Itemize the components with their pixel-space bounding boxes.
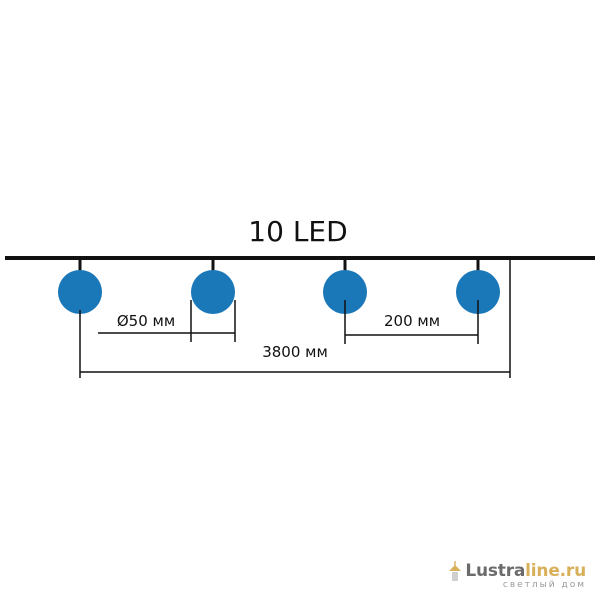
lamp-icon: [449, 561, 462, 581]
logo-brand-part2: line.ru: [525, 561, 586, 581]
led-bulb: [456, 270, 500, 314]
total-length-label: 3800 мм: [262, 343, 328, 361]
diagram-title: 10 LED: [248, 215, 347, 248]
lustraline-watermark: Lustraline.ru светлый дом: [449, 561, 586, 590]
logo-tagline: светлый дом: [502, 580, 586, 590]
led-bulb: [323, 270, 367, 314]
led-bulb: [58, 270, 102, 314]
spacing-label: 200 мм: [384, 312, 440, 330]
diameter-label: Ø50 мм: [117, 312, 175, 330]
logo-brand-part1: Lustra: [465, 561, 526, 581]
led-bulb: [191, 270, 235, 314]
logo-brand: Lustraline.ru: [465, 563, 586, 580]
